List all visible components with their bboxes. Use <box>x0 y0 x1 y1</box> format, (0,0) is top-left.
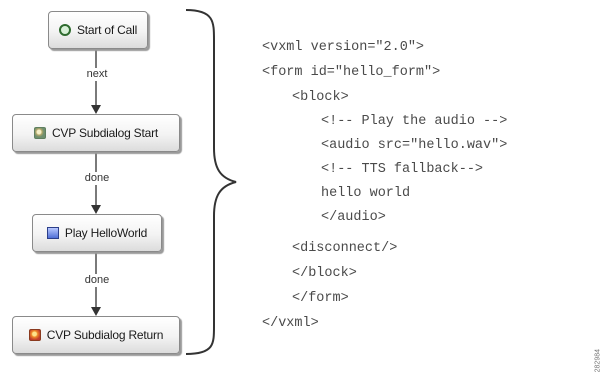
node-cvp-subdialog-start[interactable]: CVP Subdialog Start <box>12 114 180 152</box>
arrowhead-1 <box>91 105 101 114</box>
node-play-helloworld[interactable]: Play HelloWorld <box>32 214 162 252</box>
arrowhead-3 <box>91 307 101 316</box>
subdialog-return-icon <box>28 329 41 341</box>
figure-id: 282984 <box>594 349 601 372</box>
node-start-of-call[interactable]: Start of Call <box>48 11 148 49</box>
code-line-3: <block> <box>292 90 349 105</box>
audio-element-icon <box>46 227 59 239</box>
node-cvp-subdialog-return[interactable]: CVP Subdialog Return <box>12 316 180 354</box>
code-line-11: </form> <box>292 291 349 306</box>
edge-label-done-1: done <box>60 172 134 185</box>
code-line-4: <!-- Play the audio --> <box>321 114 508 129</box>
code-line-7: hello world <box>321 186 411 201</box>
code-line-5: <audio src="hello.wav"> <box>321 138 508 153</box>
node-label: Start of Call <box>76 23 138 37</box>
subdialog-start-icon <box>33 127 46 139</box>
edge-label-done-2: done <box>60 274 134 287</box>
node-label: CVP Subdialog Start <box>51 126 159 140</box>
edge-label-next: next <box>60 68 134 81</box>
code-line-2: <form id="hello_form"> <box>262 65 441 80</box>
code-line-6: <!-- TTS fallback--> <box>321 162 484 177</box>
node-label: Play HelloWorld <box>64 226 148 240</box>
code-line-1: <vxml version="2.0"> <box>262 40 425 55</box>
code-line-8: </audio> <box>321 210 386 225</box>
start-circle-icon <box>58 24 71 36</box>
curly-brace <box>185 9 237 355</box>
arrowhead-2 <box>91 205 101 214</box>
code-line-10: </block> <box>292 266 357 281</box>
code-line-12: </vxml> <box>262 316 319 331</box>
code-line-9: <disconnect/> <box>292 241 398 256</box>
node-label: CVP Subdialog Return <box>46 328 164 342</box>
